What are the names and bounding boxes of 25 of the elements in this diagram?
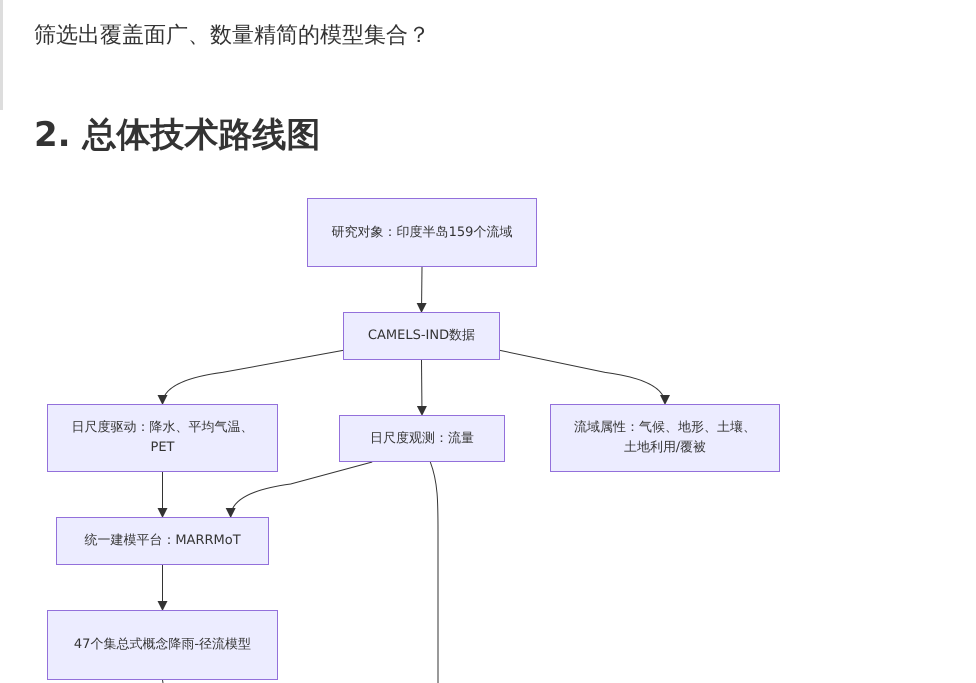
node-label: 流域属性：气候、地形、土壤、土地利用/覆被 <box>573 419 757 457</box>
connector-line <box>162 680 164 683</box>
node-label: 研究对象：印度半岛159个流域 <box>332 224 512 242</box>
node-label: 日尺度观测：流量 <box>370 430 474 448</box>
paragraph-text: 筛选出覆盖面广、数量精简的模型集合？ <box>34 22 430 50</box>
node-label: 日尺度驱动：降水、平均气温、PET <box>70 419 254 457</box>
process-box <box>307 198 537 267</box>
node-label: 统一建模平台：MARRMoT <box>84 532 241 550</box>
process-box <box>550 404 780 472</box>
process-box <box>56 517 269 565</box>
arrow <box>500 350 669 405</box>
process-box <box>47 610 278 680</box>
arrow <box>416 360 427 416</box>
node-label: CAMELS-IND数据 <box>368 327 476 345</box>
process-box <box>339 415 505 462</box>
connector-line <box>430 462 438 683</box>
arrow <box>158 472 168 518</box>
process-box <box>343 312 500 360</box>
arrow <box>158 564 168 611</box>
arrow <box>416 266 427 313</box>
node-label: 47个集总式概念降雨-径流模型 <box>74 636 252 654</box>
process-box <box>47 404 278 472</box>
arrow <box>158 350 344 405</box>
arrow <box>226 462 373 518</box>
section-heading: 2. 总体技术路线图 <box>34 114 320 157</box>
